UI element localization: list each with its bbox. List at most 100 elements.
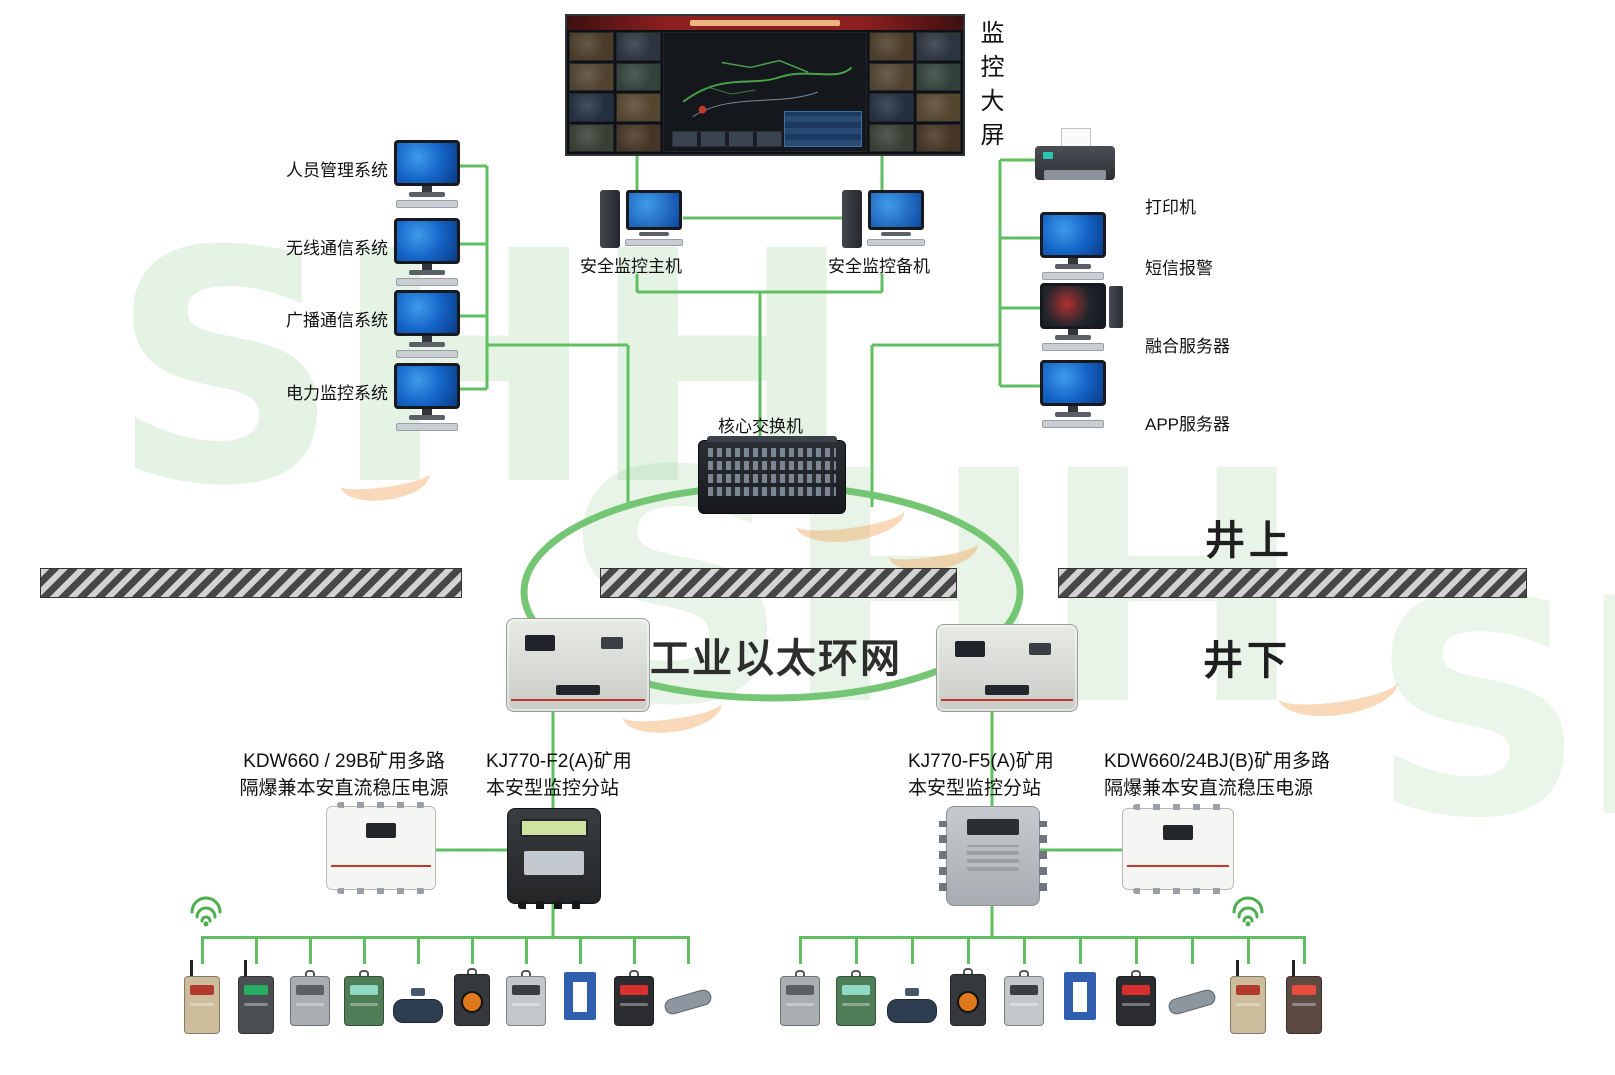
sensor-drop-line (1190, 936, 1194, 964)
video-thumb (916, 32, 961, 61)
sensor-bus-line (202, 936, 688, 939)
pc-tower-icon (842, 190, 862, 248)
screen-title-banner (567, 16, 963, 30)
app-server-monitor-icon (1040, 360, 1106, 428)
monitoring-station-left-icon (507, 808, 601, 909)
pipe-sensor-icon (662, 987, 714, 1017)
sms-alarm-monitor-icon (1040, 212, 1106, 280)
video-thumb (869, 123, 914, 152)
broadcast-system-monitor-icon (394, 290, 460, 358)
core-switch-icon (698, 436, 846, 514)
wireless-methane-sensor-icon (184, 960, 220, 1034)
filmstrip (672, 131, 782, 147)
video-thumb (569, 62, 614, 91)
pump-sensor-icon (393, 988, 443, 1023)
sensor-drop-line (910, 936, 914, 964)
label-right-power-supply: KDW660/24BJ(B)矿用多路 隔爆兼本安直流稳压电源 (1104, 751, 1330, 799)
sensor-drop-line (966, 936, 970, 964)
video-thumbnails-left (569, 32, 661, 152)
label-above-ground: 井上 (1205, 519, 1293, 563)
wireless-sensor-icon (1286, 960, 1322, 1034)
label-core-switch: 核心交换机 (718, 417, 803, 436)
label-personnel-system: 人员管理系统 (286, 161, 388, 180)
sensor-drop-line (308, 936, 312, 964)
substation-box-sensor-icon (290, 970, 330, 1026)
label-wireless-comm-system: 无线通信系统 (286, 239, 388, 258)
video-thumb (569, 32, 614, 61)
fusion-server-computer-icon (1040, 283, 1123, 351)
video-thumb (616, 32, 661, 61)
dust-sensor-icon (506, 970, 546, 1026)
big-screen-label: 监控大屏 (976, 20, 1003, 156)
label-sms-alarm: 短信报警 (1145, 259, 1213, 278)
mine-map-view (663, 32, 867, 152)
wifi-icon (1232, 896, 1264, 927)
sensor-drop-line (1134, 936, 1138, 964)
valve-sensor-icon (1060, 972, 1100, 1020)
label-safety-host: 安全监控主机 (580, 257, 682, 276)
wireless-methane-sensor-icon (1230, 960, 1266, 1034)
video-thumb (869, 32, 914, 61)
ring-substation-right-icon (936, 624, 1078, 712)
video-thumb (916, 93, 961, 122)
pipe-sensor-icon (1166, 987, 1218, 1017)
label-safety-backup: 安全监控备机 (828, 257, 930, 276)
video-thumb (869, 62, 914, 91)
monitoring-station-right-icon (939, 806, 1047, 906)
sensor-drop-line (632, 936, 636, 964)
video-thumb (569, 123, 614, 152)
server-tower-icon (1109, 286, 1123, 328)
co-sensor-icon (454, 968, 490, 1026)
wireless-system-monitor-icon (394, 218, 460, 286)
co-sensor-icon (950, 968, 986, 1026)
video-thumb (616, 93, 661, 122)
video-thumb (569, 93, 614, 122)
label-left-station: KJ770-F2(A)矿用 本安型监控分站 (486, 751, 632, 799)
printer-icon (1035, 128, 1115, 190)
sensor-bus-line (800, 936, 1304, 939)
sensor-drop-line (1078, 936, 1082, 964)
label-ethernet-ring: 工业以太环网 (650, 637, 902, 681)
pc-tower-icon (600, 190, 620, 248)
sensor-drop-line (1246, 936, 1250, 964)
sensor-drop-line (578, 936, 582, 964)
sensor-drop-line (470, 936, 474, 964)
video-thumb (869, 93, 914, 122)
label-fusion-server: 融合服务器 (1145, 337, 1230, 356)
video-thumbnails-right (869, 32, 961, 152)
sensor-drop-line (362, 936, 366, 964)
watermark-text: SHH (1370, 535, 1615, 884)
video-thumb (916, 123, 961, 152)
sensor-drop-line (254, 936, 258, 964)
temp-sensor-icon (614, 970, 654, 1026)
sensor-drop-line (200, 936, 204, 964)
monitoring-wall-screen (565, 14, 965, 156)
sensor-drop-line (1302, 936, 1306, 964)
label-broadcast-comm-system: 广播通信系统 (286, 311, 388, 330)
label-printer: 打印机 (1145, 198, 1196, 217)
dust-sensor-icon (1004, 970, 1044, 1026)
video-thumb (616, 62, 661, 91)
substation-box-sensor-icon (780, 970, 820, 1026)
sensor-drop-line (686, 936, 690, 964)
wifi-icon (190, 896, 222, 927)
video-thumb (616, 123, 661, 152)
ground-hatch-center (600, 568, 957, 598)
pump-sensor-icon (887, 988, 937, 1023)
ground-hatch-right (1058, 568, 1527, 598)
power-supply-box-left-icon (326, 802, 436, 894)
gas-sensor-icon (344, 970, 384, 1026)
label-below-ground: 井下 (1203, 639, 1291, 683)
label-power-monitoring-system: 电力监控系统 (286, 384, 388, 403)
data-table-panel (784, 111, 862, 147)
sensor-drop-line (524, 936, 528, 964)
label-app-server: APP服务器 (1145, 415, 1231, 434)
sensor-drop-line (798, 936, 802, 964)
label-right-station: KJ770-F5(A)矿用 本安型监控分站 (908, 751, 1054, 799)
ring-substation-left-icon (506, 618, 650, 712)
valve-sensor-icon (560, 972, 600, 1020)
video-thumb (916, 62, 961, 91)
temp-sensor-icon (1116, 970, 1156, 1026)
